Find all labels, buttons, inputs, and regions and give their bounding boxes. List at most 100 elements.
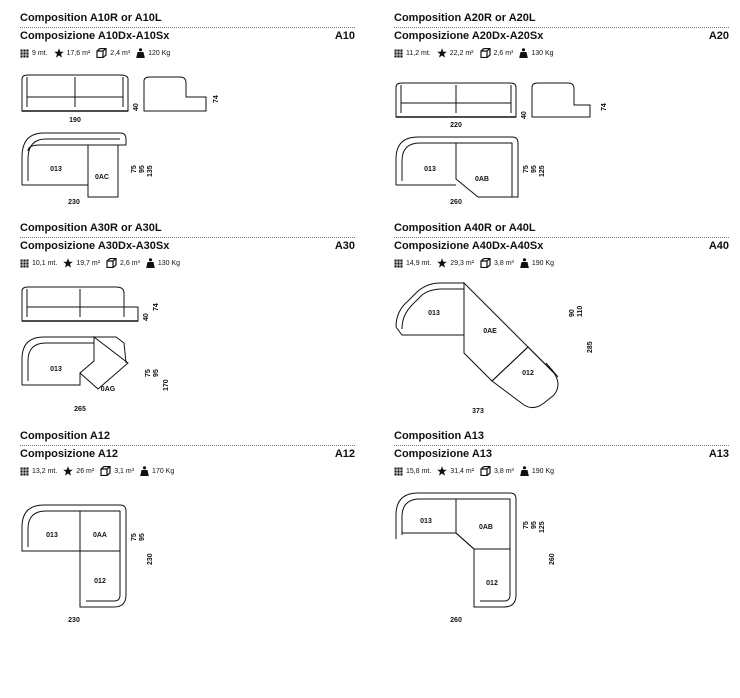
spec-volume: 2,6 m³ xyxy=(479,48,514,58)
dim-depth-3: 135 xyxy=(147,165,154,177)
star-icon xyxy=(53,48,64,58)
module-label: 012 xyxy=(94,578,106,585)
front-elevation xyxy=(395,82,517,118)
dim-side-height: 74 xyxy=(213,95,220,103)
plan-view xyxy=(395,281,559,409)
spec-volume-value: 3,1 m³ xyxy=(114,467,135,475)
dim-depth-3: 170 xyxy=(163,379,170,391)
dim-depth-2: 95 xyxy=(139,533,146,541)
dim-plan-width: 265 xyxy=(74,406,86,413)
plan-view xyxy=(395,136,519,198)
spec-volume: 3,1 m³ xyxy=(100,466,134,476)
spec-volume-value: 2,6 m³ xyxy=(493,49,514,57)
composition-title: Composition A40R or A40L xyxy=(394,222,536,234)
spec-volume-value: 3,8 m³ xyxy=(494,259,514,267)
module-label: 013 xyxy=(420,518,432,525)
star-icon xyxy=(436,48,447,58)
dim-depth-1: 75 xyxy=(131,533,138,541)
drawing-a30: 40 74 013 0AG 75 95 170 265 xyxy=(21,286,170,413)
dim-depth-3: 125 xyxy=(539,521,546,533)
spec-length-value: 15,8 mt. xyxy=(406,467,432,475)
plan-view xyxy=(21,132,127,198)
spec-area: 29,3 m² xyxy=(437,258,474,268)
fabric-icon xyxy=(394,466,403,476)
spec-volume: 3,8 m³ xyxy=(480,258,514,268)
dim-depth-2: 95 xyxy=(153,369,160,377)
dim-plan-width: 230 xyxy=(68,617,80,624)
spec-length: 15,8 mt. xyxy=(394,466,432,476)
composition-title: Composition A10R or A10L xyxy=(20,12,162,24)
front-elevation xyxy=(21,286,139,322)
cube-icon xyxy=(100,466,111,476)
spec-length-value: 10,1 mt. xyxy=(32,259,58,267)
spec-weight-value: 170 Kg xyxy=(152,467,175,475)
plan-view xyxy=(395,492,517,608)
composition-subtitle: Composizione A30Dx-A30Sx xyxy=(20,240,170,252)
spec-weight-value: 130 Kg xyxy=(531,49,554,57)
composition-code: A40 xyxy=(708,240,729,252)
weight-icon xyxy=(140,466,149,476)
spec-length: 13,2 mt. xyxy=(20,466,58,476)
composition-code: A20 xyxy=(708,30,729,42)
spec-area-value: 26 m² xyxy=(76,467,95,475)
dim-depth-1: 75 xyxy=(523,165,530,173)
composition-card-a30: Composition A30R or A30L Composizione A3… xyxy=(20,222,355,422)
composition-title: Composition A30R or A30L xyxy=(20,222,162,234)
dim-width: 220 xyxy=(450,122,462,129)
dim-depth-2: 95 xyxy=(531,521,538,529)
composition-title: Composition A13 xyxy=(394,430,485,442)
composition-card-a10: Composition A10R or A10L Composizione A1… xyxy=(20,12,355,212)
dim-plan-width: 260 xyxy=(450,617,462,624)
spec-weight-value: 190 Kg xyxy=(531,259,555,267)
weight-icon xyxy=(520,466,529,476)
spec-weight-value: 130 Kg xyxy=(157,259,181,267)
composition-title: Composition A12 xyxy=(20,430,111,442)
divider xyxy=(20,237,355,238)
fabric-icon xyxy=(394,48,403,58)
spec-weight: 130 Kg xyxy=(146,258,180,268)
star-icon xyxy=(63,258,74,268)
weight-icon xyxy=(136,48,145,58)
spec-length: 9 mt. xyxy=(20,48,48,58)
spec-volume: 3,8 m³ xyxy=(480,466,514,476)
side-elevation xyxy=(531,82,591,118)
composition-card-a20: Composition A20R or A20L Composizione A2… xyxy=(394,12,729,212)
divider xyxy=(20,445,355,446)
fabric-icon xyxy=(20,48,29,58)
dim-depth-1: 75 xyxy=(131,165,138,173)
spec-volume: 2,4 m³ xyxy=(96,48,130,58)
spec-row: 10,1 mt. 19,7 m² 2,6 m³ 130 Kg xyxy=(20,258,186,268)
dim-side-height: 74 xyxy=(153,303,160,311)
spec-row: 15,8 mt. 31,4 m² 3,8 m³ 190 Kg xyxy=(394,466,560,476)
spec-volume-value: 2,4 m³ xyxy=(110,49,131,57)
spec-length-value: 14,9 mt. xyxy=(406,259,432,267)
spec-weight: 190 Kg xyxy=(520,466,554,476)
module-label: 0AB xyxy=(475,176,489,183)
dim-depth-1: 90 xyxy=(569,309,576,317)
weight-icon xyxy=(520,258,529,268)
composition-subtitle: Composizione A13 xyxy=(394,448,492,460)
weight-icon xyxy=(146,258,155,268)
star-icon xyxy=(437,466,448,476)
fabric-icon xyxy=(20,466,29,476)
module-label: 0AB xyxy=(479,524,493,531)
composition-card-a12: Composition A12 Composizione A12 A12 13,… xyxy=(20,430,355,630)
star-icon xyxy=(63,466,74,476)
composition-subtitle: Composizione A40Dx-A40Sx xyxy=(394,240,544,252)
spec-area: 22,2 m² xyxy=(436,48,474,58)
drawing-a20: 220 40 74 013 0AB 75 95 125 260 xyxy=(395,82,608,206)
module-label: 013 xyxy=(428,310,440,317)
dim-depth-3: 230 xyxy=(147,553,154,565)
module-label: 012 xyxy=(522,370,534,377)
spec-area-value: 31,4 m² xyxy=(450,467,475,475)
drawing-a10: 190 40 74 013 0AC 75 95 135 230 xyxy=(21,74,220,206)
weight-icon xyxy=(519,48,529,58)
spec-length: 10,1 mt. xyxy=(20,258,58,268)
spec-length-value: 13,2 mt. xyxy=(32,467,58,475)
divider xyxy=(20,27,355,28)
dim-plan-width: 260 xyxy=(450,199,462,206)
dim-depth-3: 285 xyxy=(587,341,594,353)
module-label: 0AA xyxy=(93,532,107,539)
module-label: 013 xyxy=(50,166,62,173)
spec-area: 31,4 m² xyxy=(437,466,474,476)
